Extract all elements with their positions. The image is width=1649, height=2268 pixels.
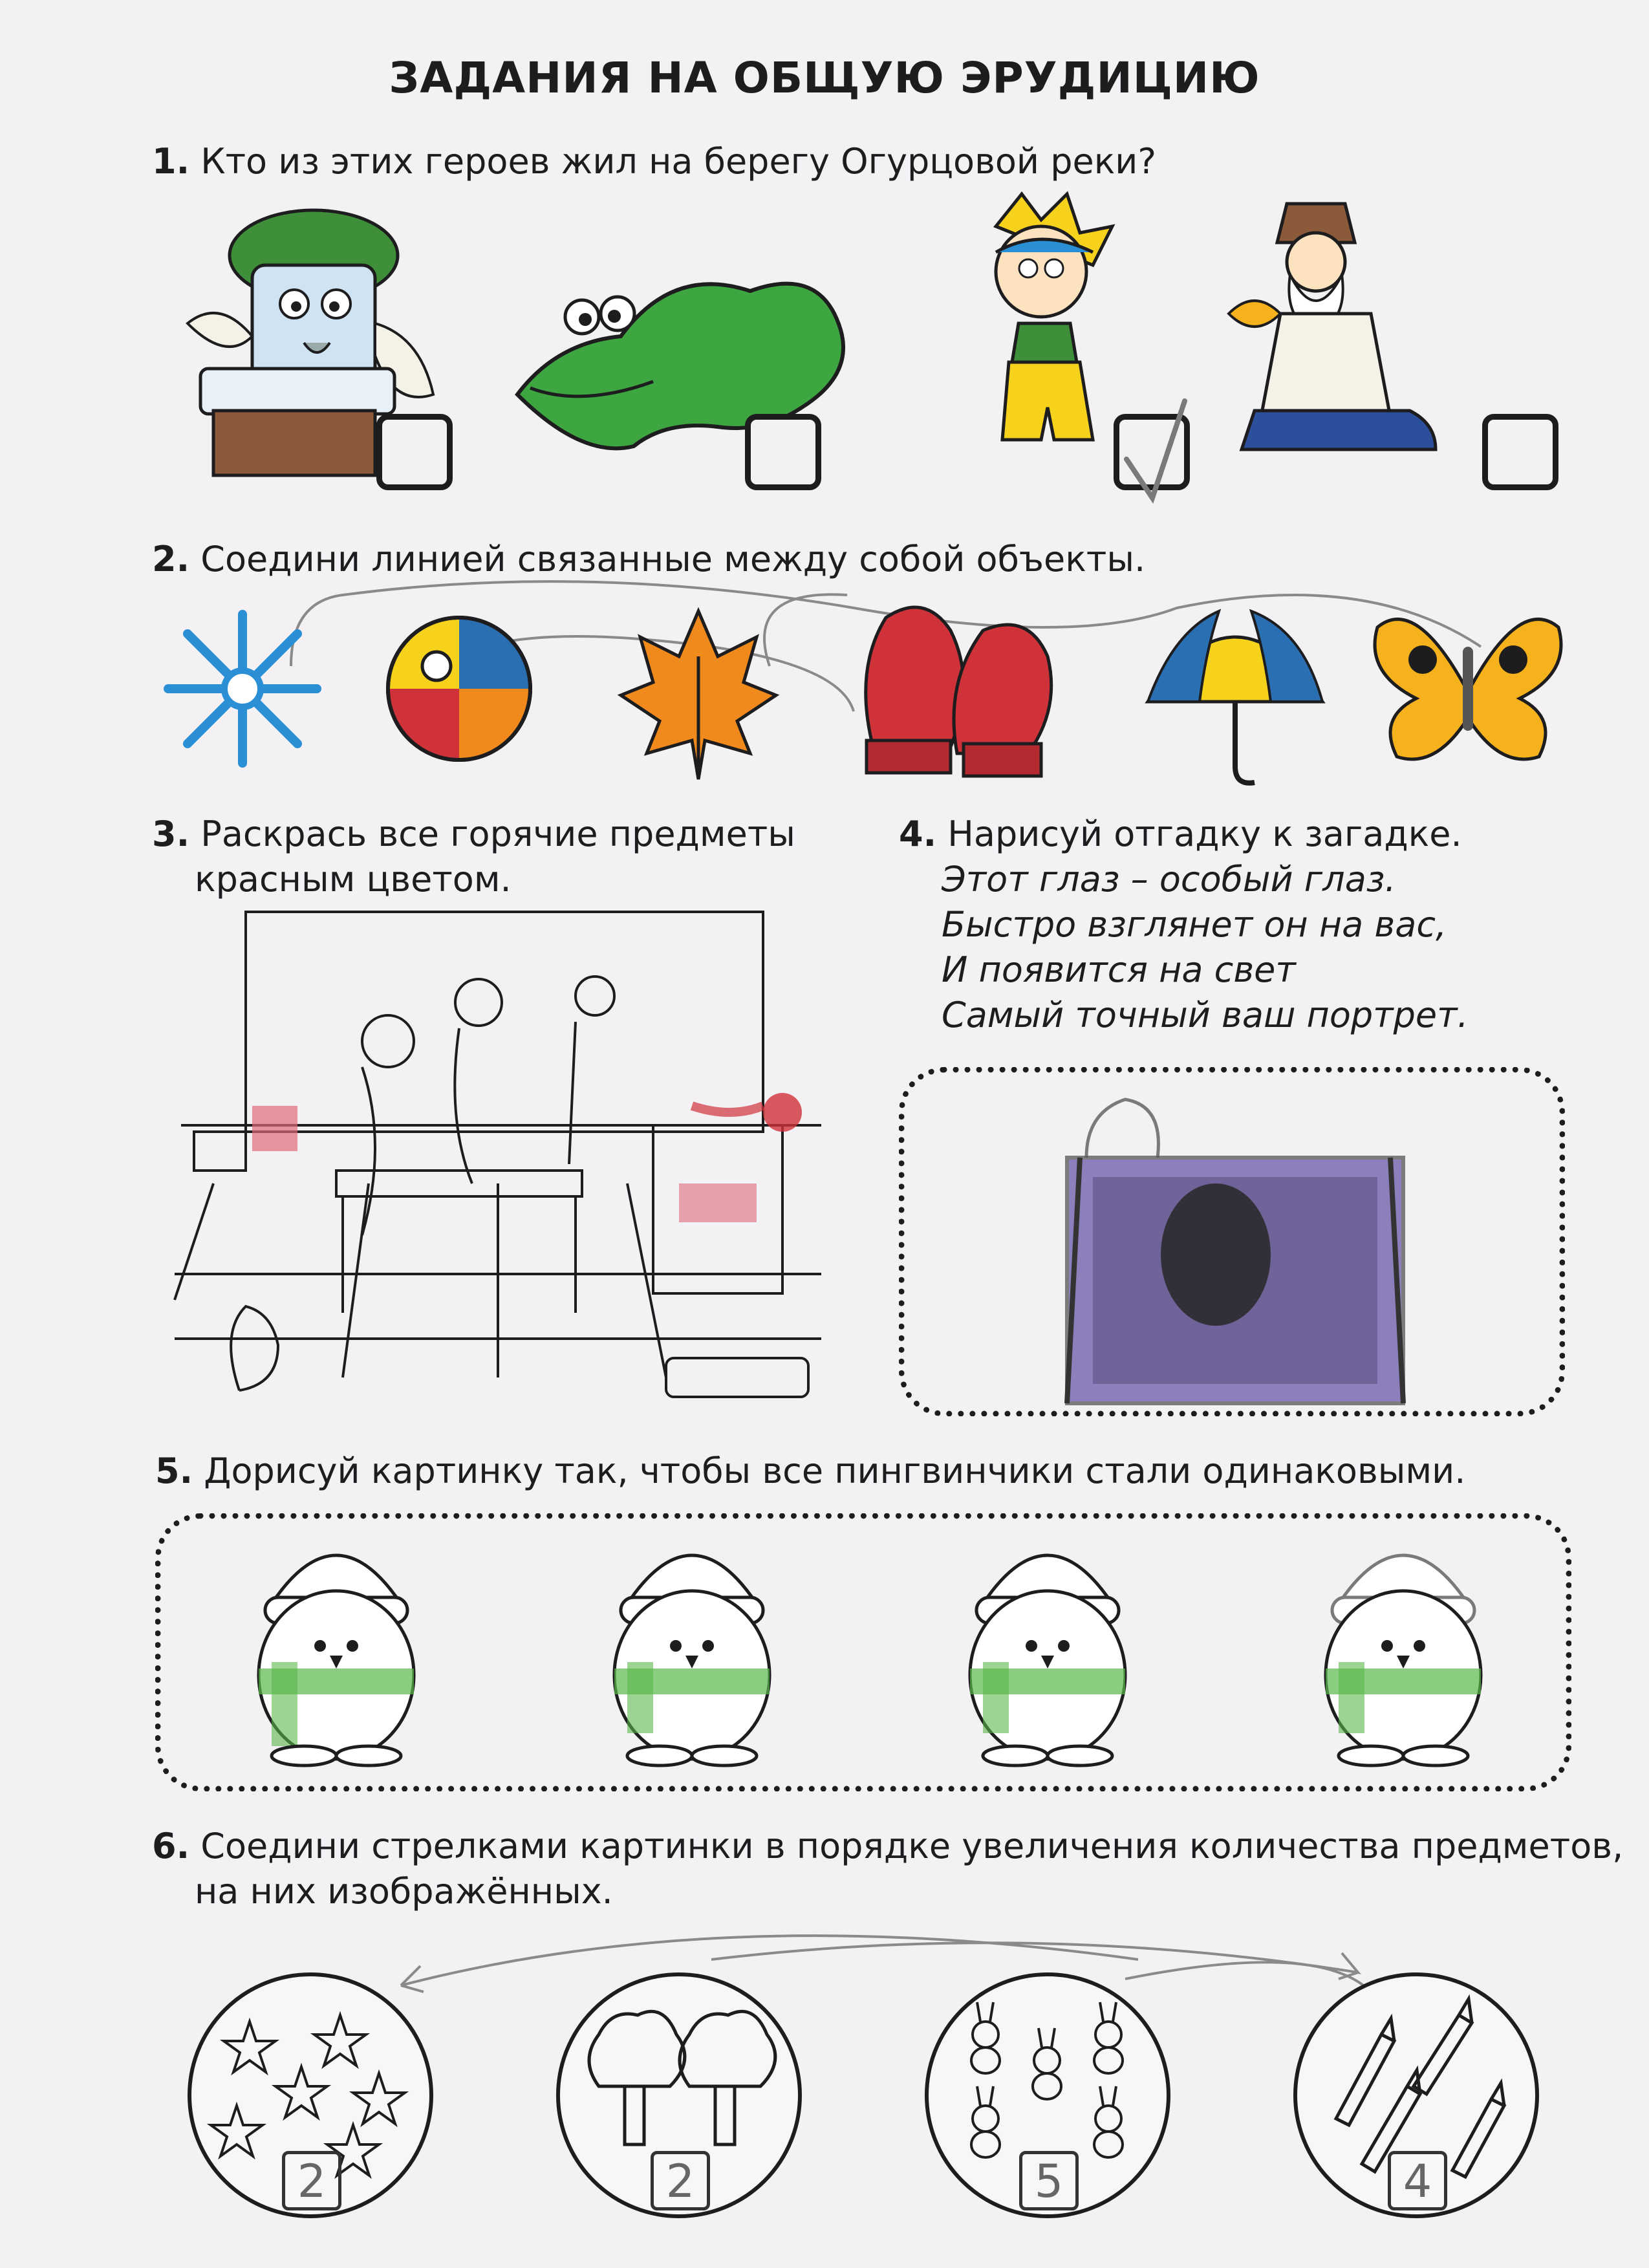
answer-checkbox-4[interactable]: [1482, 414, 1558, 490]
answer-box-2[interactable]: 2: [651, 2151, 710, 2210]
q6-pencil-arrows: [400, 1934, 1372, 1993]
penguin-1[interactable]: [233, 1533, 440, 1772]
question-number: 4.: [899, 814, 937, 854]
question-number: 6.: [152, 1826, 190, 1866]
bunnies-circle[interactable]: 5: [925, 1972, 1170, 2218]
answer-checkbox-2[interactable]: [745, 414, 821, 490]
riddle-line-3: И появится на свет: [942, 949, 1296, 990]
kitchen-coloring-image: [173, 911, 821, 1398]
tree-icons: [587, 2009, 777, 2146]
crocodile-image: [515, 281, 845, 451]
pencils-circle[interactable]: 4: [1293, 1972, 1539, 2218]
question-3: 3. Раскрась все горячие предметы красным…: [152, 812, 795, 902]
old-man-with-fish-image: [1227, 202, 1438, 451]
character-boy-image: [993, 191, 1116, 442]
snowflake-image: [164, 610, 321, 768]
question-text-line2: красным цветом.: [195, 859, 512, 900]
answer-checkbox-1[interactable]: [376, 414, 453, 490]
stars-circle[interactable]: 2: [188, 1972, 433, 2218]
answer-box-3[interactable]: 5: [1019, 2151, 1079, 2210]
penguin-2[interactable]: [588, 1533, 795, 1772]
pencil-check-mark: [1124, 398, 1187, 504]
question-text-line1: Соедини стрелками картинки в порядке уве…: [200, 1826, 1624, 1866]
beach-ball-image: [386, 616, 532, 762]
penguins-frame: [155, 1513, 1571, 1791]
question-text-line2: на них изображённых.: [195, 1871, 613, 1912]
page-title: ЗАДАНИЯ НА ОБЩУЮ ЭРУДИЦИЮ: [389, 53, 1260, 103]
bunny-icons: [970, 2002, 1124, 2159]
trees-circle[interactable]: 2: [556, 1972, 802, 2218]
question-text: Дорисуй картинку так, чтобы все пингвинч…: [204, 1451, 1466, 1491]
riddle-line-1: Этот глаз – особый глаз.: [942, 859, 1396, 900]
umbrella-image: [1145, 609, 1326, 786]
butterfly-image: [1373, 618, 1563, 761]
question-2: 2. Соедини линией связанные между собой …: [152, 537, 1145, 582]
riddle-line-2: Быстро взглянет он на вас,: [942, 904, 1447, 945]
question-6: 6. Соедини стрелками картинки в порядке …: [152, 1824, 1623, 1914]
star-icons: [206, 2011, 409, 2179]
maple-leaf-image: [617, 607, 780, 780]
penguin-3[interactable]: [944, 1533, 1151, 1772]
question-1: 1. Кто из этих героев жил на берегу Огур…: [152, 139, 1156, 184]
answer-box-1[interactable]: 2: [282, 2151, 341, 2210]
penguin-4[interactable]: [1300, 1533, 1507, 1772]
mittens-image: [864, 605, 1053, 778]
question-text: Нарисуй отгадку к загадке.: [947, 814, 1462, 854]
character-washbasin-image: [186, 208, 435, 477]
riddle-line-4: Самый точный ваш портрет.: [942, 995, 1469, 1035]
question-number: 5.: [155, 1451, 193, 1491]
answer-box-4[interactable]: 4: [1388, 2151, 1447, 2210]
question-text: Кто из этих героев жил на берегу Огурцов…: [200, 141, 1157, 182]
pencil-icons: [1333, 1994, 1507, 2179]
child-drawing-camera: [1064, 1097, 1406, 1405]
question-number: 1.: [152, 141, 190, 182]
question-number: 2.: [152, 539, 190, 579]
question-text: Соедини линией связанные между собой объ…: [200, 539, 1146, 579]
question-5: 5. Дорисуй картинку так, чтобы все пингв…: [155, 1449, 1465, 1494]
question-text-line1: Раскрась все горячие предметы: [200, 814, 795, 854]
question-4: 4. Нарисуй отгадку к загадке. Этот глаз …: [899, 812, 1469, 1038]
drawing-area-answer-4[interactable]: [899, 1067, 1565, 1416]
question-number: 3.: [152, 814, 190, 854]
